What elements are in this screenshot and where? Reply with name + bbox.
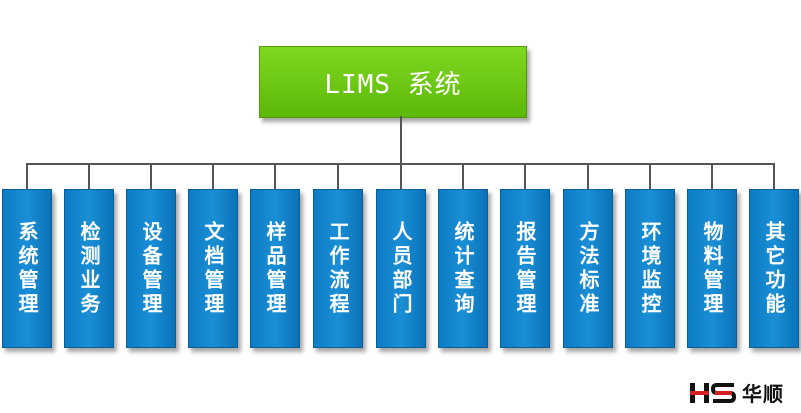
brand-name: 华顺 xyxy=(742,382,784,406)
module-node-statistics: 统计查询 xyxy=(438,189,488,348)
module-label: 统计查询 xyxy=(451,220,475,317)
module-node-personnel: 人员部门 xyxy=(376,189,426,348)
root-node-label: LIMS 系统 xyxy=(324,69,462,100)
root-node: LIMS 系统 xyxy=(259,46,527,118)
brand-logo: 华顺 xyxy=(690,378,784,407)
module-label: 其它功能 xyxy=(762,220,786,317)
drop-connector xyxy=(26,164,28,189)
drop-connector xyxy=(462,164,464,189)
module-node-methods: 方法标准 xyxy=(563,189,613,348)
module-node-other: 其它功能 xyxy=(749,189,799,348)
drop-connector xyxy=(212,164,214,189)
drop-connector xyxy=(524,164,526,189)
module-node-workflow: 工作流程 xyxy=(313,189,363,348)
module-label: 报告管理 xyxy=(513,220,537,317)
module-node-documents: 文档管理 xyxy=(188,189,238,348)
module-label: 样品管理 xyxy=(263,220,287,317)
drop-connector xyxy=(337,164,339,189)
module-label: 方法标准 xyxy=(576,220,600,317)
drop-connector xyxy=(587,164,589,189)
module-node-equipment: 设备管理 xyxy=(126,189,176,348)
module-label: 物料管理 xyxy=(700,220,724,317)
drop-connector xyxy=(274,164,276,189)
module-label: 人员部门 xyxy=(389,220,413,317)
module-node-environment: 环境监控 xyxy=(625,189,675,348)
drop-connector xyxy=(711,164,713,189)
drop-connector xyxy=(773,164,775,189)
drop-connector xyxy=(88,164,90,189)
module-label: 工作流程 xyxy=(326,220,350,317)
module-node-samples: 样品管理 xyxy=(250,189,300,348)
drop-connector xyxy=(150,164,152,189)
drop-connector xyxy=(400,164,402,189)
module-label: 文档管理 xyxy=(201,220,225,317)
module-label: 检测业务 xyxy=(77,220,101,317)
module-node-materials: 物料管理 xyxy=(687,189,737,348)
root-connector xyxy=(400,116,402,164)
hs-logo-icon xyxy=(690,382,736,404)
module-label: 设备管理 xyxy=(139,220,163,317)
module-label: 系统管理 xyxy=(15,220,39,317)
module-node-testing: 检测业务 xyxy=(64,189,114,348)
module-node-system: 系统管理 xyxy=(2,189,52,348)
drop-connector xyxy=(649,164,651,189)
module-label: 环境监控 xyxy=(638,220,662,317)
module-node-reports: 报告管理 xyxy=(500,189,550,348)
